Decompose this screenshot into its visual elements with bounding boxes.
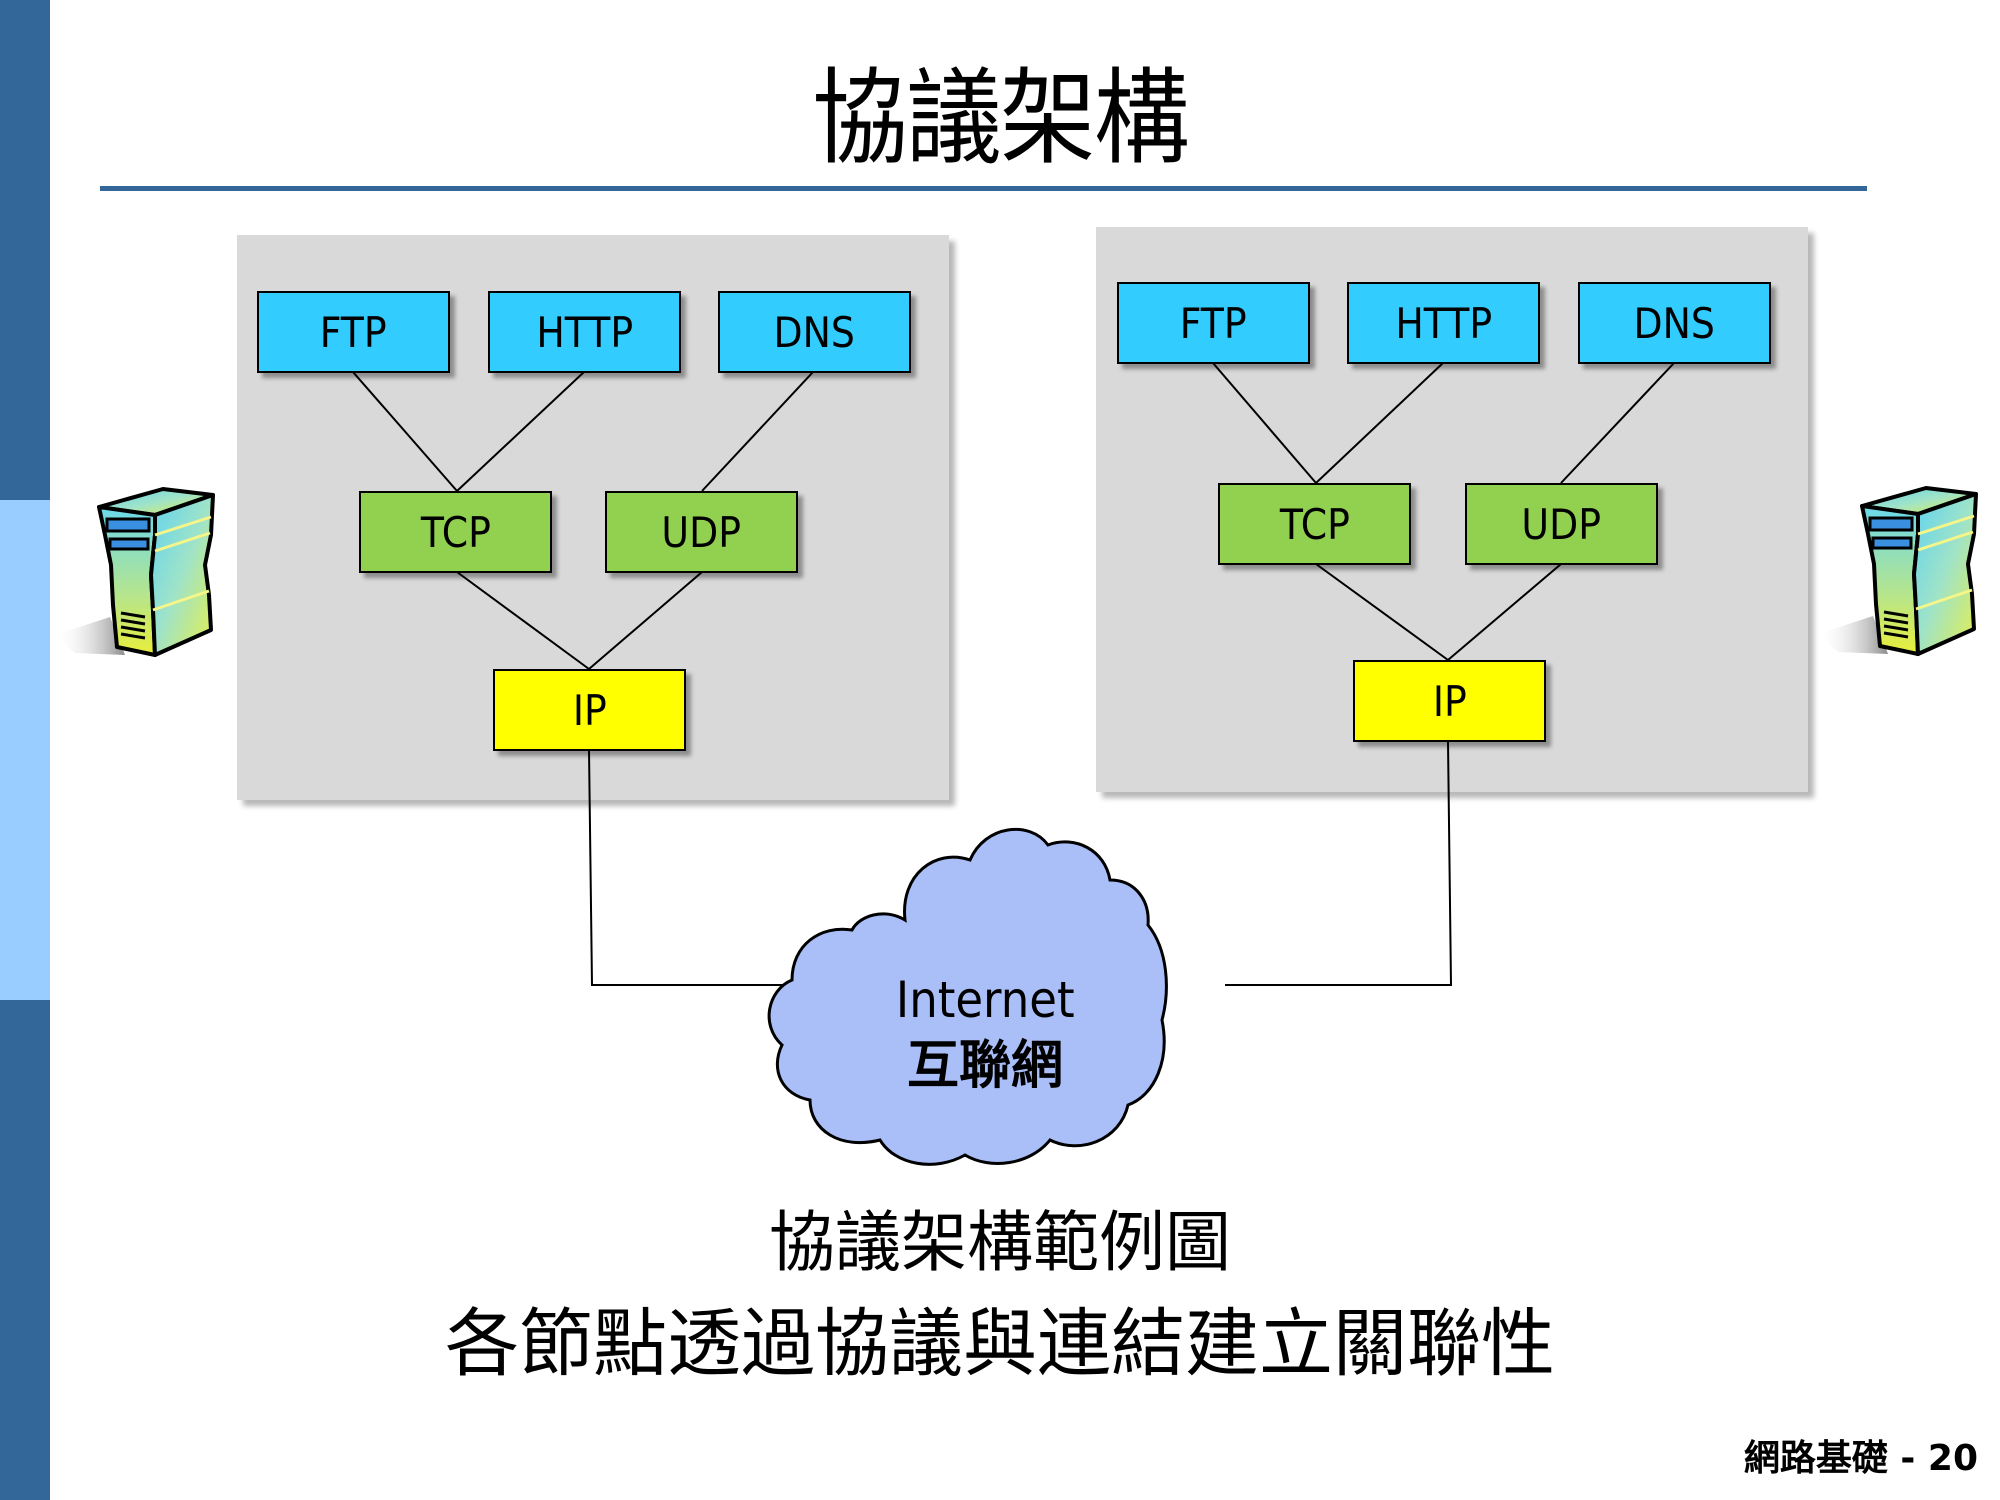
server-icon [1818, 486, 1978, 656]
right-dns-label: DNS [1633, 298, 1716, 348]
left-udp-box: UDP [605, 491, 798, 573]
title-underline [100, 186, 1867, 191]
right-ip-box: IP [1353, 660, 1546, 742]
left-ip-label: IP [572, 685, 607, 735]
left-http-box: HTTP [488, 291, 681, 373]
internet-label-text: Internet [895, 971, 1075, 1029]
left-tcp-box: TCP [359, 491, 552, 573]
internet-cloud-icon [767, 828, 1168, 1166]
internet-label-zh: 互聯網 [906, 1036, 1063, 1096]
left-ftp-label: FTP [320, 307, 387, 357]
right-tcp-label: TCP [1279, 499, 1350, 549]
right-dns-box: DNS [1578, 282, 1771, 364]
slide-title: 協議架構 [812, 57, 1189, 179]
left-http-label: HTTP [536, 307, 633, 357]
left-ip-box: IP [493, 669, 686, 751]
diagram-caption-description: 各節點透過協議與連結建立關聯性 [445, 1301, 1555, 1387]
left-dns-box: DNS [718, 291, 911, 373]
right-ftp-label: FTP [1180, 298, 1247, 348]
right-udp-box: UDP [1465, 483, 1658, 565]
internet-label: Internet [730, 970, 1240, 1030]
right-http-box: HTTP [1347, 282, 1540, 364]
sidebar-accent-top [0, 0, 50, 500]
sidebar-accent-middle [0, 500, 50, 1000]
right-ftp-box: FTP [1117, 282, 1310, 364]
left-dns-label: DNS [773, 307, 856, 357]
left-tcp-label: TCP [420, 507, 491, 557]
left-udp-label: UDP [661, 507, 742, 557]
right-http-label: HTTP [1395, 298, 1492, 348]
slide-footer-page-number: 網路基礎 - 20 [1743, 1438, 1978, 1479]
server-icon [55, 487, 215, 657]
left-ftp-box: FTP [257, 291, 450, 373]
right-tcp-box: TCP [1218, 483, 1411, 565]
right-udp-label: UDP [1521, 499, 1602, 549]
diagram-caption-title: 協議架構範例圖 [769, 1204, 1231, 1281]
sidebar-accent-bottom [0, 1000, 50, 1500]
right-ip-label: IP [1432, 676, 1467, 726]
